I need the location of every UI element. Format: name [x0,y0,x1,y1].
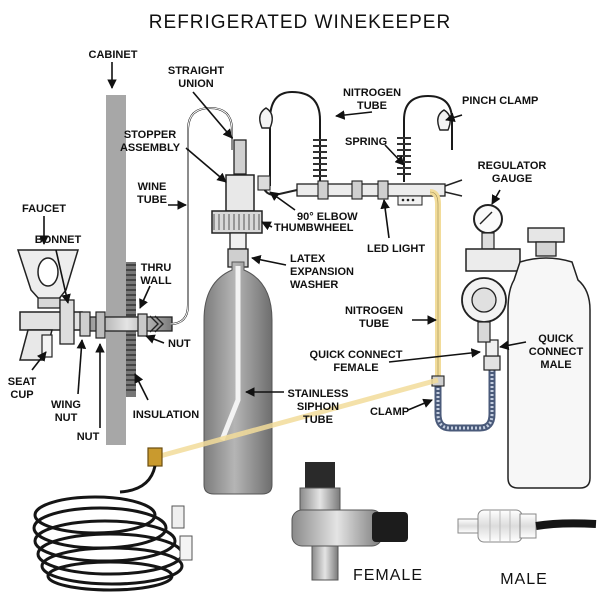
label-stainless-line2: SIPHON [297,401,339,413]
label-wing-nut-line1: WING [51,399,81,411]
label-faucet: FAUCET [22,203,66,215]
label-quick-connect-male-line2: CONNECT [529,346,584,358]
label-bonnet: BONNET [35,234,82,246]
label-stainless-line3: TUBE [303,414,333,426]
label-led-light: LED LIGHT [367,243,425,255]
label-quick-connect-male-line1: QUICK [538,333,574,345]
label-wing-nut-line2: NUT [55,412,78,424]
male-connector-photo [457,509,597,543]
leader-arrows [31,62,527,428]
label-cabinet: CABINET [89,49,138,61]
label-straight-union-line2: UNION [178,78,214,90]
siphon-tube [219,266,241,441]
label-quick-connect-female-line2: FEMALE [333,362,378,374]
nitrogen-braid [434,370,496,432]
female-connector-photo [291,462,408,581]
label-wine-tube-line1: WINE [138,181,167,193]
diagram-title: REFRIGERATED WINEKEEPER [149,12,451,33]
label-nut-right: NUT [168,338,191,350]
nitrogen-cylinder [507,227,591,489]
label-seat-cup-line2: CUP [10,389,33,401]
label-thumbwheel: THUMBWHEEL [274,222,354,234]
labels: CABINET STRAIGHT UNION NITROGEN TUBE PIN… [8,49,584,443]
label-latex-line2: EXPANSION [290,266,354,278]
label-stopper-assembly-line1: STOPPER [124,129,176,141]
label-nitrogen-tube-top-line1: NITROGEN [343,87,401,99]
label-straight-union-line1: STRAIGHT [168,65,225,77]
coiled-hose [32,447,193,592]
label-pinch-clamp: PINCH CLAMP [462,95,538,107]
label-quick-connect-male-line3: MALE [540,359,571,371]
label-latex-line3: WASHER [290,279,338,291]
label-wine-tube-line2: TUBE [137,194,167,206]
nitrogen-tube-yellow [429,189,441,380]
caption-male: MALE [500,571,548,588]
caption-female: FEMALE [353,567,423,584]
label-insulation: INSULATION [133,409,199,421]
label-clamp: CLAMP [370,406,409,418]
quick-connect-female-fitting [483,355,501,371]
label-regulator-gauge-line2: GAUGE [492,173,532,185]
faucet [16,249,83,361]
label-thru-wall-line1: THRU [141,262,172,274]
label-regulator-gauge-line1: REGULATOR [478,160,547,172]
label-thru-wall-line2: WALL [140,275,171,287]
stopper-assembly [211,174,263,268]
label-stainless-line1: STAINLESS [288,388,349,400]
label-stopper-assembly-line2: ASSEMBLY [120,142,181,154]
regulator [461,204,521,343]
label-latex-line1: LATEX [290,253,326,265]
coil-nitrogen-line [159,377,439,459]
label-90-elbow: 90° ELBOW [297,211,358,223]
straight-union [233,139,247,175]
label-spring: SPRING [345,136,387,148]
label-nitrogen-tube-mid-line2: TUBE [359,318,389,330]
label-nitrogen-tube-mid-line1: NITROGEN [345,305,403,317]
cabinet-wall [106,95,126,445]
label-seat-cup-line1: SEAT [8,376,37,388]
label-nitrogen-tube-top-line2: TUBE [357,100,387,112]
label-quick-connect-female-line1: QUICK CONNECT [310,349,403,361]
label-nut-bottom: NUT [77,431,100,443]
pinch-clamp-left [259,107,273,129]
quick-connect-male-fitting [485,339,499,357]
